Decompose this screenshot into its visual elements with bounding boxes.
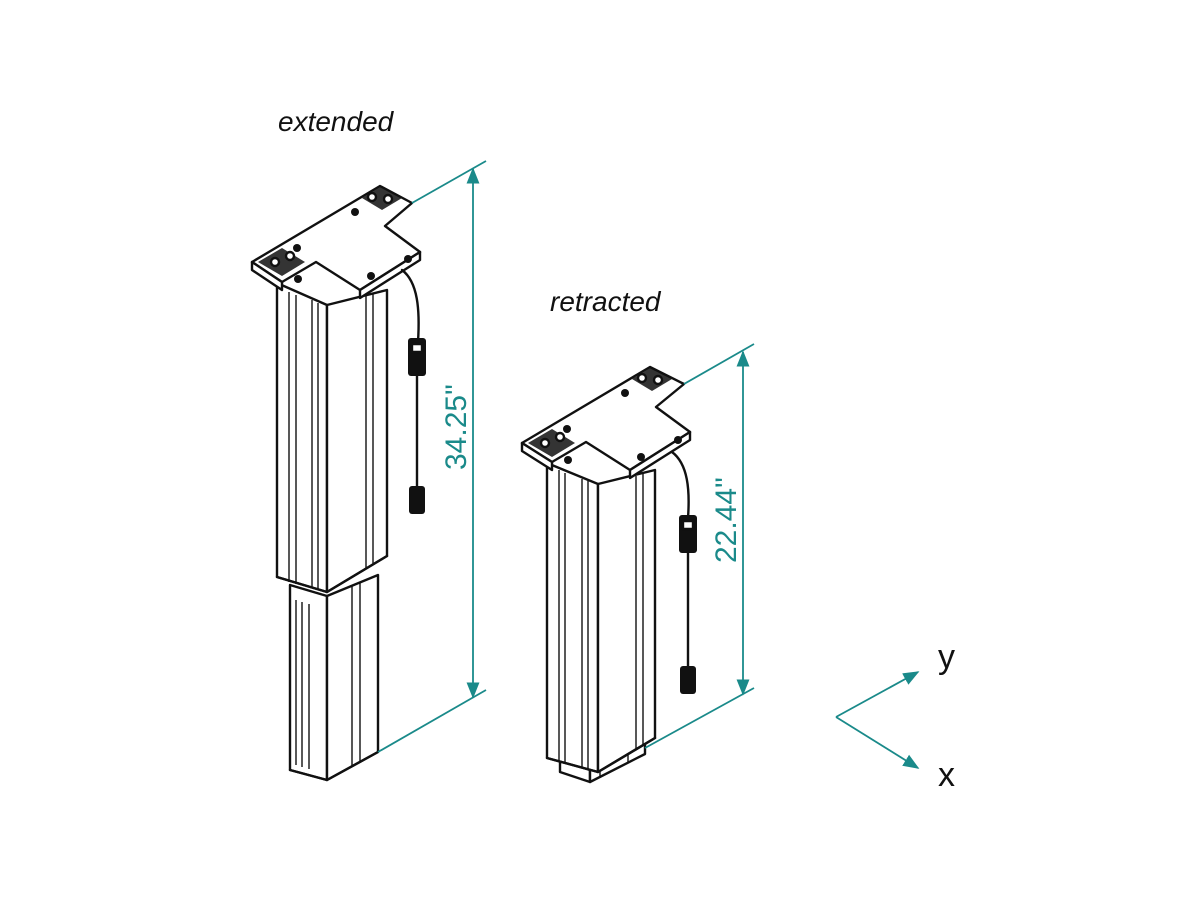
x-axis-arrow xyxy=(835,716,920,769)
retracted-height-dimension: 22.44" xyxy=(644,343,755,749)
extended-height-value: 34.25" xyxy=(440,384,473,470)
retracted-label: retracted xyxy=(550,286,662,317)
retracted-cable xyxy=(670,450,697,694)
extended-height-dimension: 34.25" xyxy=(377,160,487,753)
extended-top-plate xyxy=(250,184,422,300)
extended-inner-stage xyxy=(288,573,380,782)
extended-label: extended xyxy=(278,106,395,137)
coordinate-axes: y x xyxy=(835,638,955,794)
y-axis-label: y xyxy=(938,638,955,676)
x-axis-label: x xyxy=(938,756,955,794)
extended-column xyxy=(250,184,426,782)
y-axis-arrow xyxy=(835,671,920,718)
extended-outer-housing xyxy=(275,281,389,594)
retracted-top-plate xyxy=(520,365,692,480)
retracted-column xyxy=(520,365,697,784)
extended-cable xyxy=(400,268,426,514)
retracted-outer-housing xyxy=(545,461,657,774)
retracted-height-value: 22.44" xyxy=(710,477,743,563)
